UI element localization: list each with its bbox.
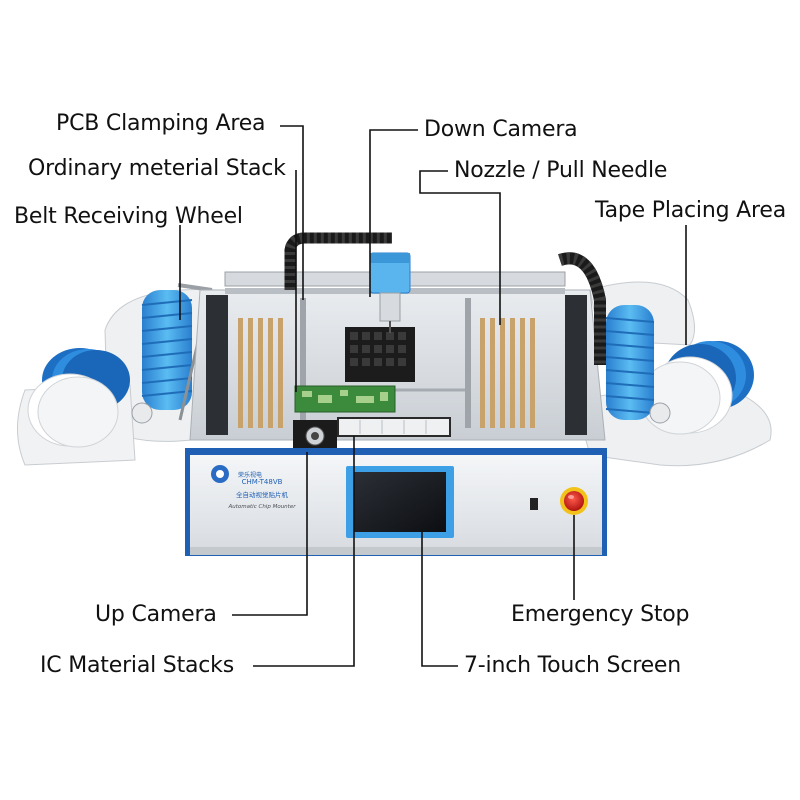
model-label: CHM-T48VB [242,478,283,486]
ordinary-material-stack-left [238,318,283,428]
machine-name-en: Automatic Chip Mounter [228,504,297,510]
label-up-camera: Up Camera [95,602,217,627]
leader-lines [179,125,687,667]
left-reel-stack [27,348,130,448]
leader-pcb-clamping [280,125,304,300]
label-belt-receiving-wheel: Belt Receiving Wheel [14,204,243,229]
machine-name-cn: 全自动视觉贴片机 [236,490,289,499]
right-reel-stack [639,341,754,435]
right-belt-wheel [605,305,671,424]
label-tape-placing-area: Tape Placing Area [595,198,786,223]
emergency-stop-button [564,491,584,511]
brand-logo [211,465,229,483]
label-ic-material-stacks: IC Material Stacks [40,653,234,678]
ic-tray [345,327,415,382]
label-pcb-clamping-area: PCB Clamping Area [56,111,266,136]
leader-nozzle [419,170,501,325]
label-emergency-stop: Emergency Stop [511,602,690,627]
power-switch [530,498,538,510]
ordinary-material-stack-right [480,318,535,428]
leader-up-camera [232,452,308,616]
pcb-clamp-rail-left [300,298,306,428]
leader-ic-stacks [253,436,355,667]
placement-head [369,252,411,333]
leader-down-camera [369,129,418,297]
leader-touch-screen [421,532,458,667]
touch-screen [354,472,446,532]
brand-name: 荣乐视电 [238,471,262,479]
ic-material-stacks [337,417,451,437]
label-ordinary-material-stack: Ordinary meterial Stack [28,156,286,181]
label-nozzle-pull-needle: Nozzle / Pull Needle [454,158,668,183]
label-down-camera: Down Camera [424,117,578,142]
up-camera [293,420,337,452]
label-touch-screen: 7-inch Touch Screen [464,653,681,678]
